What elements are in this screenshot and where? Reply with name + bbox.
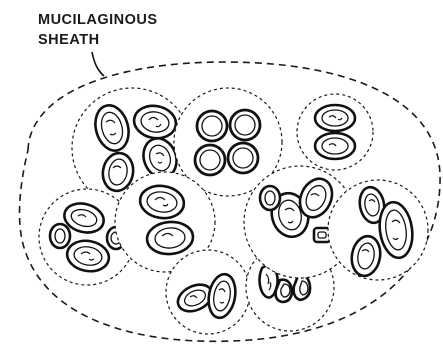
round-cell xyxy=(195,145,225,175)
colony-upper-right xyxy=(297,94,373,170)
cell xyxy=(260,186,280,210)
cell xyxy=(315,105,355,131)
label-sheath: SHEATH xyxy=(38,32,100,48)
colony-far-right xyxy=(328,180,428,280)
label-mucilaginous: MUCILAGINOUS xyxy=(38,12,158,28)
round-cell xyxy=(230,110,260,140)
label-pointer-line xyxy=(92,52,104,76)
cell xyxy=(50,224,70,248)
cell xyxy=(315,133,355,159)
cell xyxy=(276,280,292,302)
cell xyxy=(294,275,310,300)
colony-bottom-center xyxy=(166,250,250,334)
round-cell xyxy=(197,111,227,141)
round-cell xyxy=(228,143,258,173)
